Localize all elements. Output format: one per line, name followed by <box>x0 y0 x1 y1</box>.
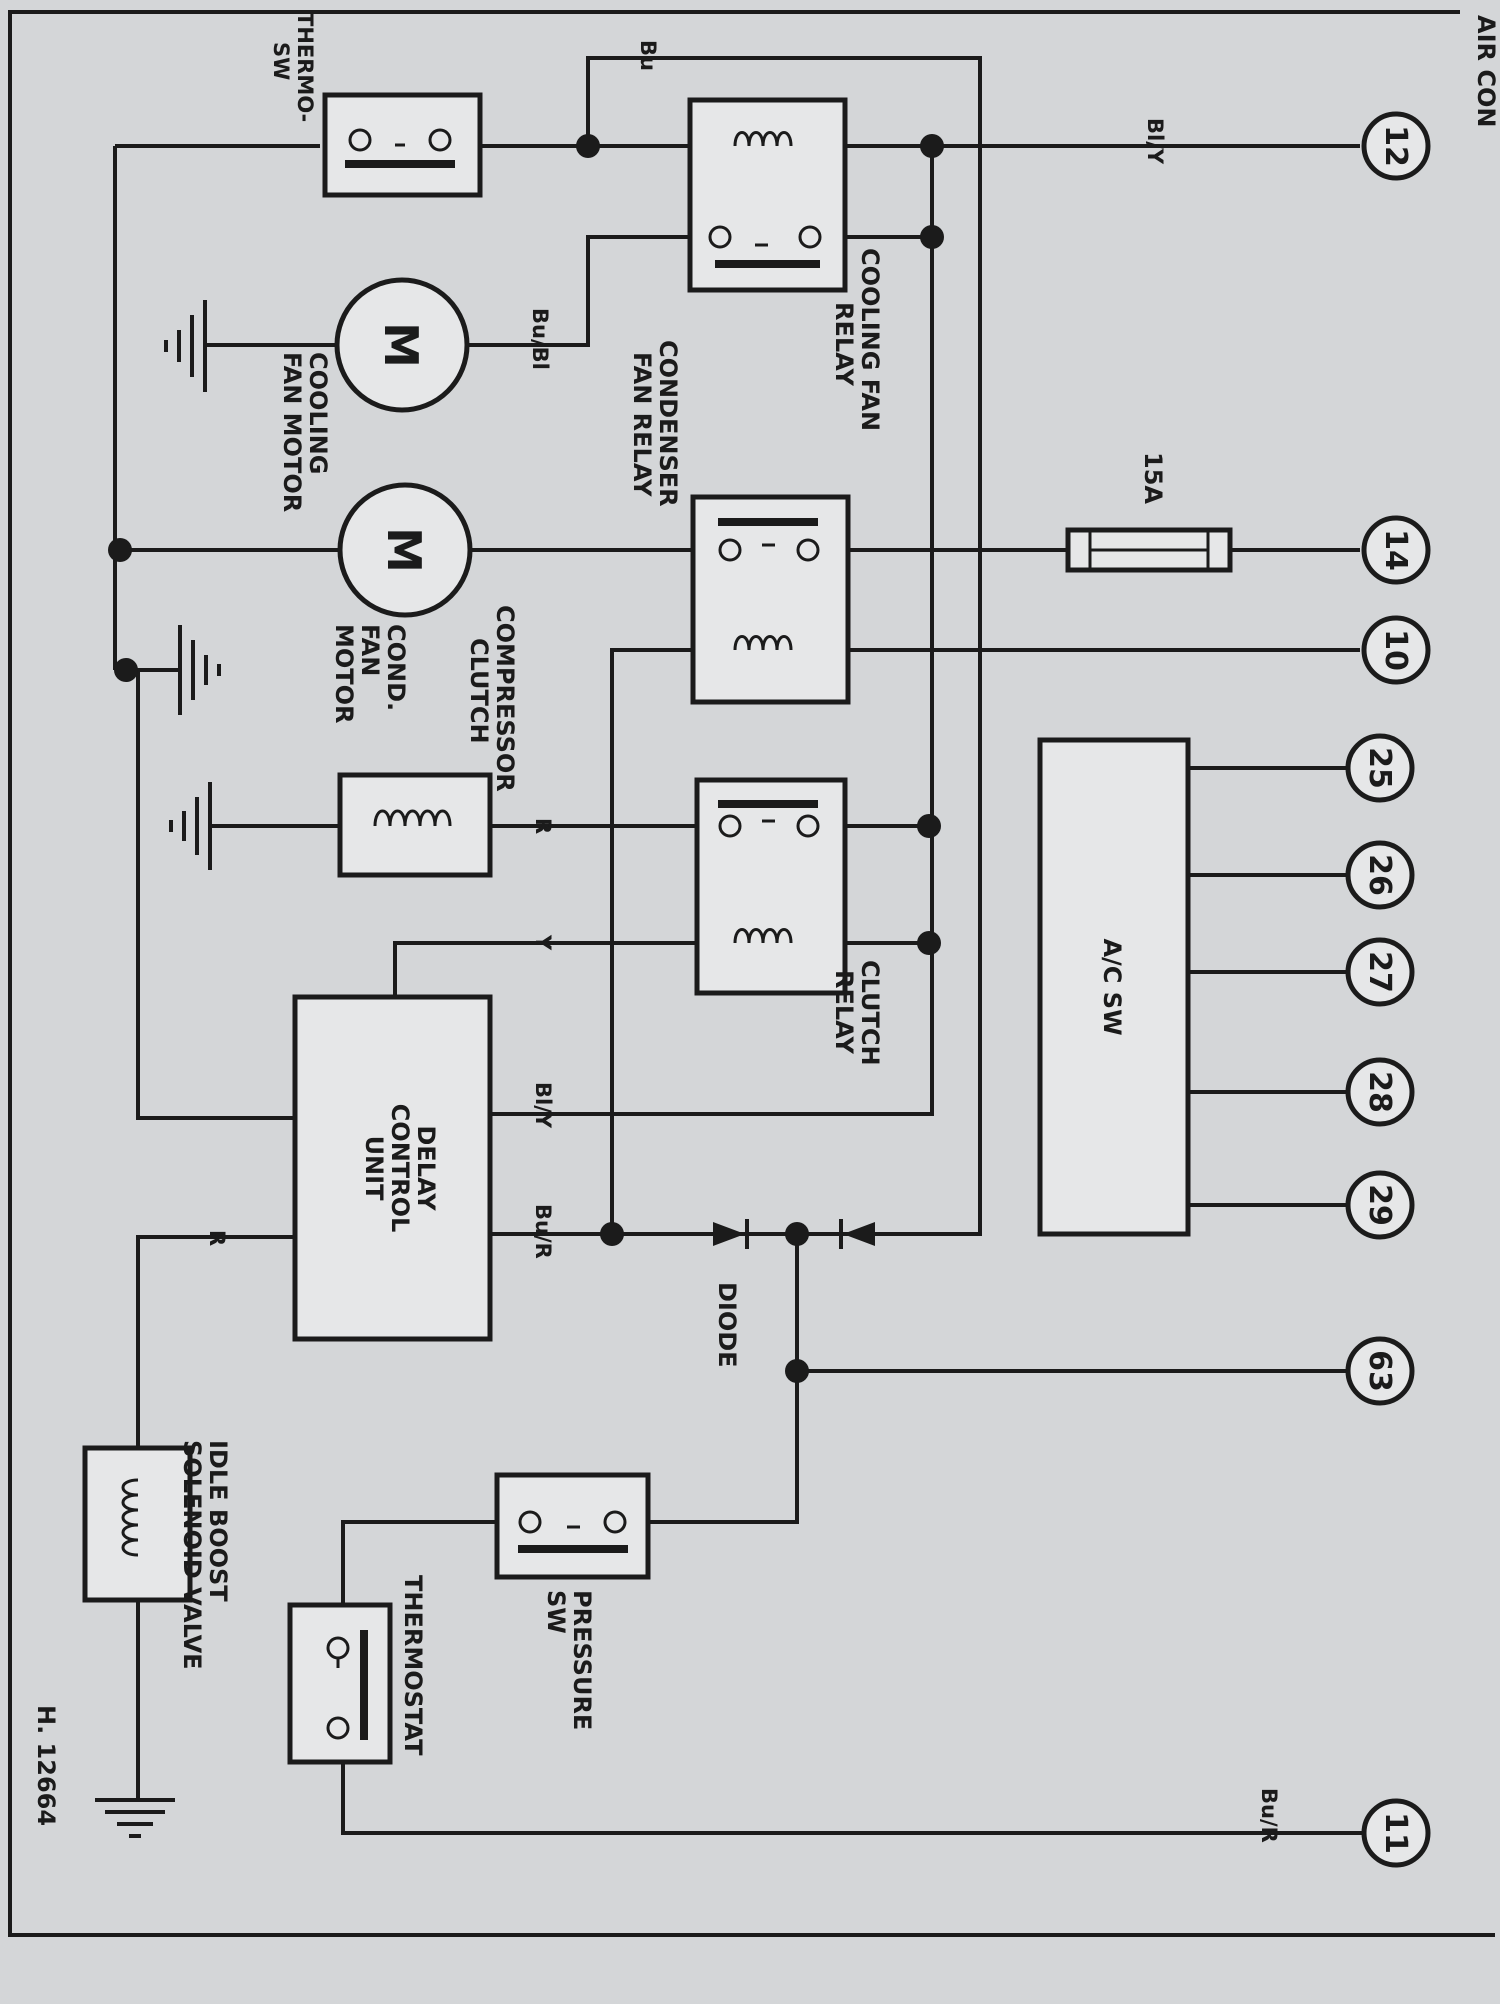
idle-boost-label-1: IDLE BOOST <box>204 1440 232 1602</box>
terminal-29: 29 <box>1362 1184 1397 1226</box>
ground-bus <box>138 625 221 715</box>
ground-cooling-fan <box>164 300 207 392</box>
cooling-fan-relay-label-1: COOLING FAN <box>856 248 884 431</box>
clutch-relay-label-2: RELAY <box>830 970 858 1054</box>
condenser-fan-relay-label-2: FAN RELAY <box>628 352 656 497</box>
clutch-relay-label-1: CLUTCH <box>856 960 884 1066</box>
wire-color-labels: Bu Bl/Y Bu/Bl R Y Bl/Y Bu/R R Bu/R <box>205 40 1281 1843</box>
terminal-27: 27 <box>1362 951 1397 993</box>
ac-sw: A/C SW <box>1037 737 1191 1237</box>
page-title: AIR CON <box>1472 15 1500 127</box>
cooling-fan-motor-symbol: M <box>374 322 428 368</box>
clutch-relay: CLUTCH RELAY <box>694 777 884 1066</box>
thermo-sw-label-2: SW <box>269 42 293 80</box>
thermostat-label: THERMOSTAT <box>399 1575 427 1756</box>
fuse-rating: 15A <box>1139 452 1167 504</box>
terminal-14: 14 <box>1378 529 1413 571</box>
terminal-11: 11 <box>1378 1812 1413 1854</box>
terminal-circles: 12 14 10 25 26 27 28 29 63 11 <box>1345 111 1431 1868</box>
pressure-sw-label-1: PRESSURE <box>568 1590 596 1730</box>
cooling-fan-relay: COOLING FAN RELAY <box>687 97 884 431</box>
wire-bu: Bu <box>636 40 660 71</box>
compressor-clutch-label-1: COMPRESSOR <box>491 605 519 792</box>
terminal-25: 25 <box>1362 747 1397 789</box>
page-border <box>8 10 1495 1937</box>
wire-bu-bl: Bu/Bl <box>528 308 552 370</box>
wire-bl-y-delay: Bl/Y <box>531 1082 555 1129</box>
pressure-sw: PRESSURE SW <box>494 1472 651 1730</box>
wire-bu-r-delay: Bu/R <box>531 1204 555 1259</box>
cooling-fan-relay-label-2: RELAY <box>830 302 858 386</box>
terminal-26: 26 <box>1362 854 1397 896</box>
ac-sw-label: A/C SW <box>1098 938 1126 1035</box>
cooling-fan-motor-label-1: COOLING <box>304 352 332 474</box>
idle-boost-label-2: SOLENOID VALVE <box>178 1440 206 1670</box>
delay-unit-label-3: UNIT <box>360 1136 388 1202</box>
wire-bu-r-bottom: Bu/R <box>1257 1788 1281 1843</box>
ground-idle-boost <box>95 1798 175 1838</box>
cond-fan-motor-label-3: MOTOR <box>330 624 358 724</box>
pressure-sw-label-2: SW <box>542 1590 570 1634</box>
thermo-sw-label-1: THERMO- <box>293 12 317 122</box>
cond-fan-motor-symbol: M <box>377 527 431 573</box>
terminal-63: 63 <box>1362 1350 1397 1392</box>
wire-bl-y-top: Bl/Y <box>1143 118 1167 165</box>
thermo-sw: THERMO- SW <box>269 12 483 198</box>
fuse-15a: 15A <box>1065 452 1233 573</box>
diodes: DIODE <box>713 1219 875 1368</box>
wire-r-clutch: R <box>531 818 555 834</box>
terminal-28: 28 <box>1362 1071 1397 1113</box>
condenser-fan-relay: CONDENSER FAN RELAY <box>628 340 851 705</box>
ground-compressor <box>169 782 212 870</box>
cond-fan-motor-label-1: COND. <box>382 624 410 711</box>
cond-fan-motor-label-2: FAN <box>356 624 384 676</box>
diode-label: DIODE <box>713 1282 741 1368</box>
condenser-fan-relay-label-1: CONDENSER <box>654 340 682 507</box>
terminal-12: 12 <box>1378 125 1413 167</box>
delay-unit-label-2: CONTROL <box>386 1104 414 1233</box>
compressor-clutch: COMPRESSOR CLUTCH <box>337 605 519 878</box>
wire-r-idle: R <box>205 1230 229 1246</box>
compressor-clutch-label-2: CLUTCH <box>465 638 493 744</box>
terminal-10: 10 <box>1378 629 1413 671</box>
drawing-reference: H. 12664 <box>32 1705 60 1826</box>
thermostat: THERMOSTAT <box>287 1575 427 1765</box>
delay-control-unit: DELAY CONTROL UNIT <box>292 994 493 1342</box>
cooling-fan-motor-label-2: FAN MOTOR <box>278 352 306 512</box>
idle-boost-solenoid-valve: IDLE BOOST SOLENOID VALVE <box>82 1440 232 1670</box>
cond-fan-motor: M COND. FAN MOTOR <box>330 482 473 724</box>
wire-y: Y <box>531 934 555 951</box>
cooling-fan-motor: M COOLING FAN MOTOR <box>278 277 470 512</box>
delay-unit-label-1: DELAY <box>412 1125 440 1211</box>
junction-dots <box>108 134 944 1383</box>
